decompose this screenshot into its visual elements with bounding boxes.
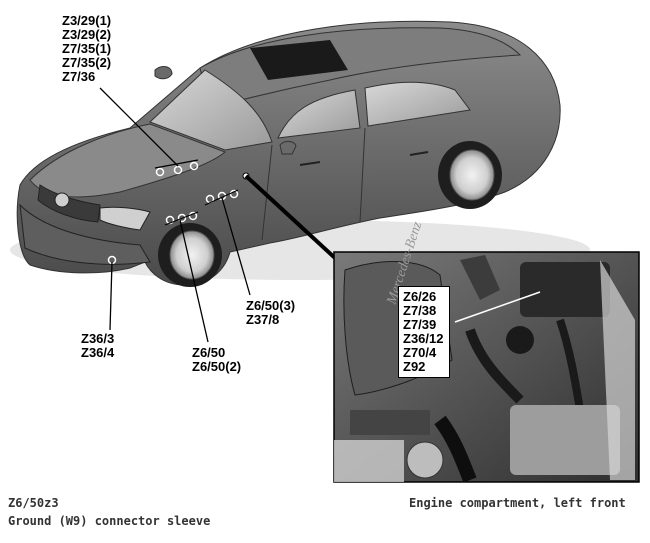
label-z3-29-1: Z3/29(1) bbox=[62, 13, 112, 28]
leader-lines bbox=[99, 87, 251, 343]
caption-location: Engine compartment, left front bbox=[409, 496, 626, 510]
label-z6-50-3: Z6/50(3) bbox=[246, 298, 296, 313]
label-z7-39: Z7/39 bbox=[403, 317, 437, 332]
emblem-icon bbox=[54, 192, 70, 208]
label-group-bumper: Z36/3 Z36/4 bbox=[81, 332, 114, 360]
label-z7-36: Z7/36 bbox=[62, 69, 96, 84]
label-group-engine: Z6/26 Z7/38 Z7/39 Z36/12 Z70/4 Z92 bbox=[398, 286, 451, 378]
windshield bbox=[149, 69, 273, 151]
door-line bbox=[359, 127, 366, 223]
door-line bbox=[261, 144, 273, 241]
label-z36-12: Z36/12 bbox=[403, 331, 444, 346]
connector-marker-fender-lower bbox=[164, 211, 199, 226]
leader-line-roof bbox=[99, 87, 179, 167]
label-group-fender-lower: Z6/50 Z6/50(2) bbox=[192, 346, 241, 374]
side-window-rear bbox=[364, 81, 471, 127]
inset-leader-line bbox=[454, 291, 541, 323]
label-z6-50-2: Z6/50(2) bbox=[192, 359, 242, 374]
door-handle bbox=[299, 161, 321, 166]
label-z70-4: Z70/4 bbox=[403, 345, 437, 360]
engine-inset-photo bbox=[333, 251, 640, 483]
label-z6-26: Z6/26 bbox=[403, 289, 437, 304]
headlight bbox=[99, 206, 151, 231]
door-handle bbox=[409, 151, 429, 156]
label-z36-4: Z36/4 bbox=[81, 345, 115, 360]
leader-line-fender-upper bbox=[221, 197, 251, 296]
label-group-fender-upper: Z6/50(3) Z37/8 bbox=[246, 299, 295, 327]
label-z7-38: Z7/38 bbox=[403, 303, 437, 318]
caption-description: Ground (W9) connector sleeve bbox=[8, 514, 211, 528]
label-z6-50: Z6/50 bbox=[192, 345, 226, 360]
side-window-front bbox=[277, 89, 361, 139]
label-z7-35-1: Z7/35(1) bbox=[62, 41, 112, 56]
leader-line-fender-lower bbox=[179, 219, 209, 343]
label-z7-35-2: Z7/35(2) bbox=[62, 55, 112, 70]
label-z36-3: Z36/3 bbox=[81, 331, 115, 346]
sunroof bbox=[250, 40, 348, 80]
label-z37-8: Z37/8 bbox=[246, 312, 280, 327]
rear-wheel-rim bbox=[449, 149, 495, 201]
caption-code: Z6/50z3 bbox=[8, 496, 59, 510]
label-group-roof: Z3/29(1) Z3/29(2) Z7/35(1) Z7/35(2) Z7/3… bbox=[62, 14, 111, 84]
leader-line-bumper bbox=[109, 261, 113, 331]
label-z3-29-2: Z3/29(2) bbox=[62, 27, 112, 42]
inset-pointer bbox=[244, 174, 337, 260]
connector-marker-roof bbox=[154, 159, 199, 177]
side-mirror-right bbox=[279, 140, 297, 155]
side-mirror bbox=[154, 66, 173, 80]
front-bumper bbox=[19, 203, 151, 265]
front-wheel-rim bbox=[169, 230, 215, 280]
label-z92: Z92 bbox=[403, 359, 426, 374]
